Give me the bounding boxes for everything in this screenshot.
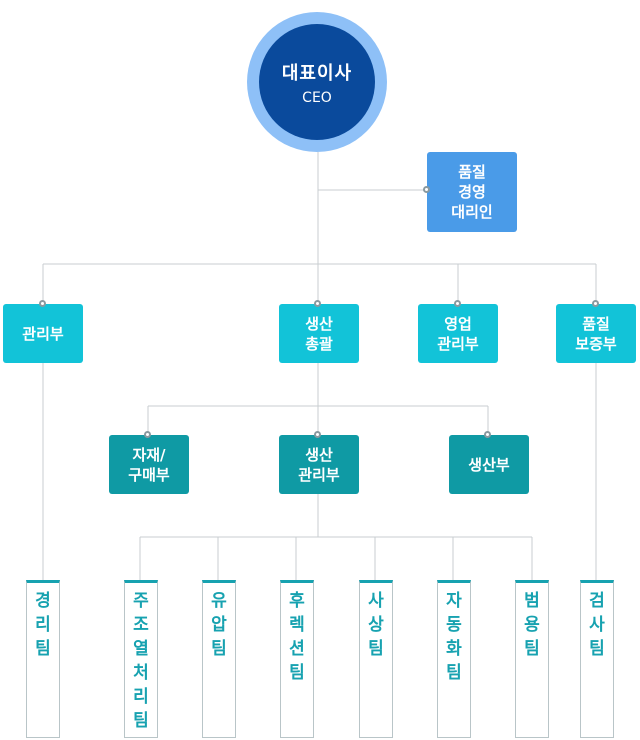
connector-dot [484,431,491,438]
team-label: 주조열처리팀 [133,591,149,731]
ceo-core: 대표이사 CEO [259,24,375,140]
team-label: 유압팀 [211,591,227,659]
team-label: 범용팀 [524,591,540,659]
dept-label: 관리부 [22,324,64,343]
qa-representative-label: 품질 경영 대리인 [451,163,493,221]
qa-representative-box: 품질 경영 대리인 [427,152,517,232]
team-automation: 자동화팀 [437,580,471,738]
team-label: 검사팀 [589,591,605,659]
ceo-node: 대표이사 CEO [247,12,387,152]
subdept-label: 생산부 [468,455,510,474]
subdept-production-box: 생산부 [449,435,529,494]
team-label: 후렉션팀 [289,591,305,683]
connector-dot [454,300,461,307]
subdept-label: 자재/ 구매부 [128,445,170,484]
team-label: 경리팀 [35,591,51,659]
dept-label: 품질 보증부 [575,314,617,353]
team-label: 자동화팀 [446,591,462,683]
dept-label: 영업 관리부 [437,314,479,353]
connector-dot [314,431,321,438]
team-label: 사상팀 [368,591,384,659]
dept-production-box: 생산 총괄 [279,304,359,363]
connector-dot [144,431,151,438]
subdept-label: 생산 관리부 [298,445,340,484]
team-finishing: 사상팀 [359,580,393,738]
ceo-title: 대표이사 [281,62,353,84]
connector-dot [592,300,599,307]
dept-sales-box: 영업 관리부 [418,304,498,363]
team-inspection: 검사팀 [580,580,614,738]
ceo-subtitle: CEO [302,89,332,106]
team-casting: 주조열처리팀 [124,580,158,738]
team-flexion: 후렉션팀 [280,580,314,738]
dept-quality-box: 품질 보증부 [556,304,636,363]
dept-label: 생산 총괄 [305,314,333,353]
subdept-production-mgmt-box: 생산 관리부 [279,435,359,494]
connector-dot [423,186,430,193]
team-hydraulic: 유압팀 [202,580,236,738]
team-general: 범용팀 [515,580,549,738]
dept-admin-box: 관리부 [3,304,83,363]
subdept-materials-box: 자재/ 구매부 [109,435,189,494]
connector-dot [39,300,46,307]
team-accounting: 경리팀 [26,580,60,738]
connector-dot [314,300,321,307]
